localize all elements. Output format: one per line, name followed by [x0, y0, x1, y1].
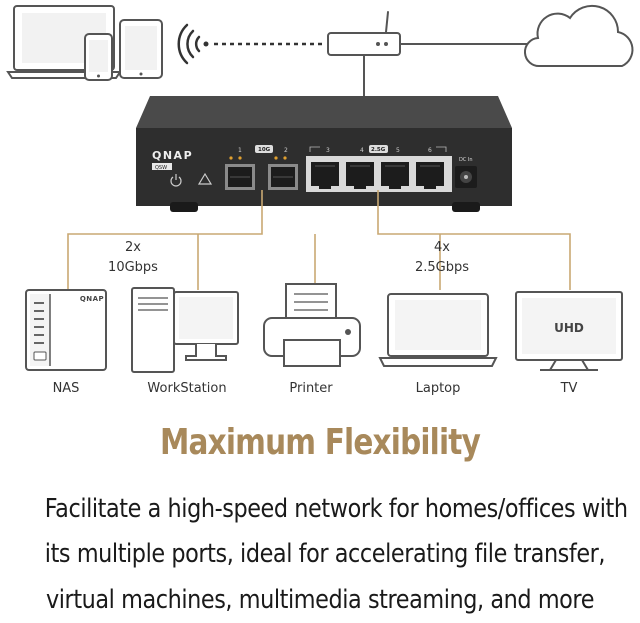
- port-label-10g: 10G: [258, 147, 271, 153]
- device-label-printer: Printer: [289, 381, 333, 396]
- router-icon: [327, 11, 401, 56]
- body-line-2: its multiple ports, ideal for accelerati…: [44, 539, 606, 569]
- device-label-tv: TV: [560, 381, 578, 396]
- nas-icon: [25, 289, 107, 371]
- laptop-device-icon: [378, 293, 498, 367]
- headline: Maximum Flexibility: [159, 422, 481, 463]
- cloud-icon: [523, 4, 634, 68]
- body-line-3: virtual machines, multimedia streaming, …: [45, 585, 595, 615]
- tv-icon: [515, 291, 623, 371]
- switch-model-badge: QSW: [155, 165, 167, 171]
- workstation-icon: [131, 287, 239, 373]
- port-label-4: 4: [360, 147, 364, 154]
- device-label-laptop: Laptop: [416, 381, 461, 396]
- right-group-speed: 2.5Gbps: [415, 260, 469, 275]
- dc-in-label: DC In: [459, 157, 473, 163]
- right-group-count: 4x: [434, 240, 450, 255]
- rj45-ports: [306, 156, 452, 192]
- printer-icon: [263, 283, 361, 367]
- sfp-port-1: [225, 164, 255, 190]
- left-group-speed: 10Gbps: [108, 260, 158, 275]
- power-icon: [170, 174, 182, 187]
- port-label-2: 2: [284, 147, 288, 154]
- tablet-icon: [119, 19, 163, 79]
- connector-lines: [67, 190, 571, 290]
- device-label-workstation: WorkStation: [147, 381, 226, 396]
- dc-jack: [455, 166, 477, 188]
- left-group-count: 2x: [125, 240, 141, 255]
- phone-icon: [84, 33, 113, 81]
- nas-brand: QNAP: [80, 295, 104, 303]
- body-line-1: Facilitate a high-speed network for home…: [44, 494, 628, 524]
- port-label-5: 5: [396, 147, 400, 154]
- network-switch: QNAP QSW 1 10G 2 3 4 2.5G 5 6 DC In: [136, 96, 512, 212]
- port-label-2-5g: 2.5G: [371, 147, 386, 153]
- device-label-nas: NAS: [53, 381, 80, 396]
- port-label-3: 3: [326, 147, 330, 154]
- switch-brand: QNAP: [152, 149, 193, 162]
- port-label-6: 6: [428, 147, 432, 154]
- wifi-icon: [177, 23, 209, 65]
- network-diagram: QNAP QSW 1 10G 2 3 4 2.5G 5 6 DC In: [6, 4, 634, 396]
- port-label-1: 1: [238, 147, 242, 154]
- sfp-port-2: [268, 164, 298, 190]
- status-leds: [229, 156, 287, 160]
- warning-icon: [197, 172, 213, 185]
- tv-screen-text: UHD: [554, 321, 584, 335]
